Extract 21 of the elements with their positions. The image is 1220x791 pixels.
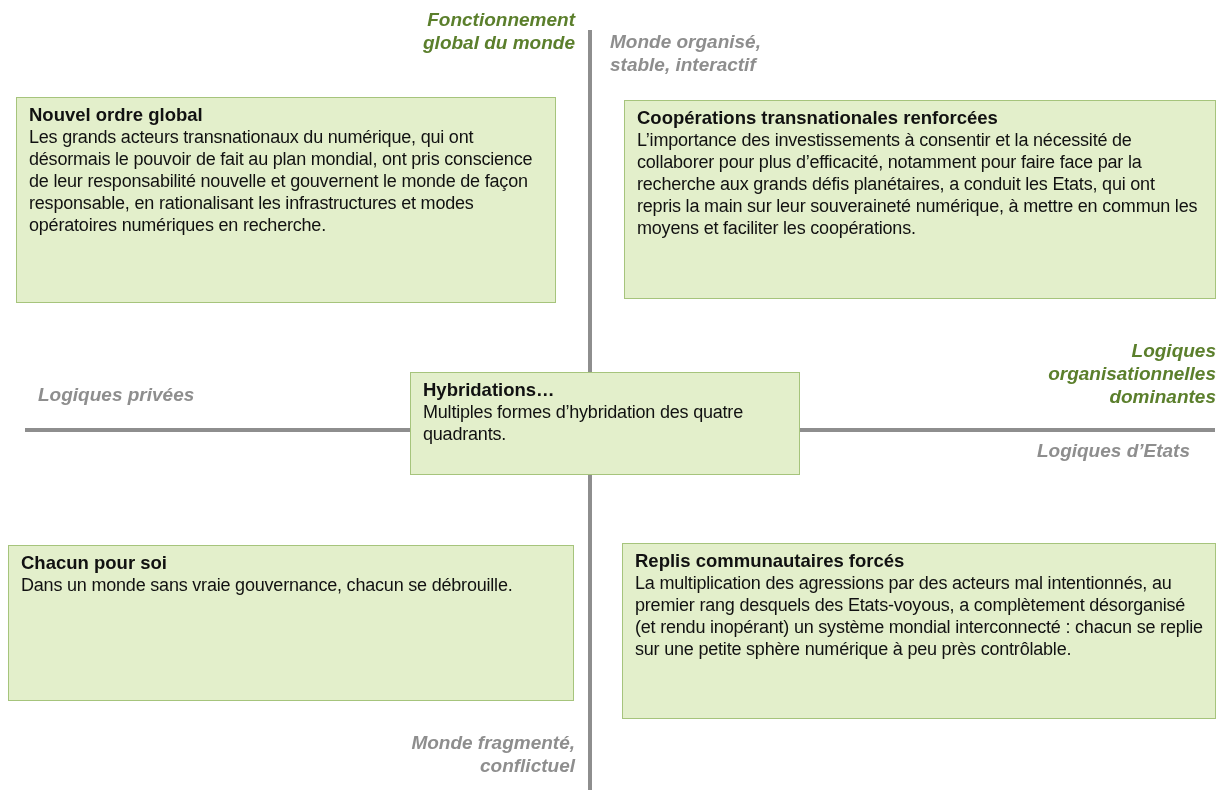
card-text: Multiples formes d’hybridation des quatre quadrants. — [423, 401, 744, 445]
scenario-card — [16, 97, 556, 303]
axis-pole-label: Logiques d’Etats — [1035, 439, 1190, 462]
card-heading: Replis communautaires forcés — [635, 550, 906, 572]
scenario-card — [624, 100, 1216, 299]
axis-title: Fonctionnement global du monde — [422, 8, 575, 54]
axis-pole-label: Monde organisé, stable, interactif — [610, 30, 762, 76]
axis-pole-label: Logiques privées — [38, 383, 196, 406]
axis-title: Logiques organisationnelles dominantes — [1047, 339, 1216, 408]
axis-pole-label: Monde fragmenté, conflictuel — [410, 731, 575, 777]
scenario-card — [8, 545, 574, 701]
card-heading: Chacun pour soi — [21, 552, 168, 574]
card-text: La multiplication des agressions par des acteurs mal intentionnés, au premier rang desquels des Etats-voyous, a complètement désorganisé (et rendu inopérant) un système mondial interconnecté : chacun se replie sur une petite sphère numérique à peu près contrôlable. — [635, 572, 1203, 660]
scenario-card — [410, 372, 800, 475]
card-text: Dans un monde sans vraie gouvernance, chacun se débrouille. — [21, 574, 514, 596]
scenario-card — [622, 543, 1216, 719]
card-heading: Hybridations… — [423, 379, 556, 401]
card-heading: Coopérations transnationales renforcées — [637, 107, 999, 129]
card-text: L’importance des investissements à consentir et la nécessité de collaborer pour plus d’efficacité, notamment pour faire face par la recherche aux grands défis planétaires, a conduit les Etats, qui ont repris la main sur leur souveraineté numérique, à mettre en commun les moyens et faciliter les coopérations. — [637, 129, 1199, 239]
card-heading: Nouvel ordre global — [29, 104, 204, 126]
card-text: Les grands acteurs transnationaux du numérique, qui ont désormais le pouvoir de fait au plan mondial, ont pris conscience de leur responsabilité nouvelle et gouvernent le monde de façon responsable, en rationalisant les infrastructures et modes opératoires numériques en recherche. — [29, 126, 534, 236]
